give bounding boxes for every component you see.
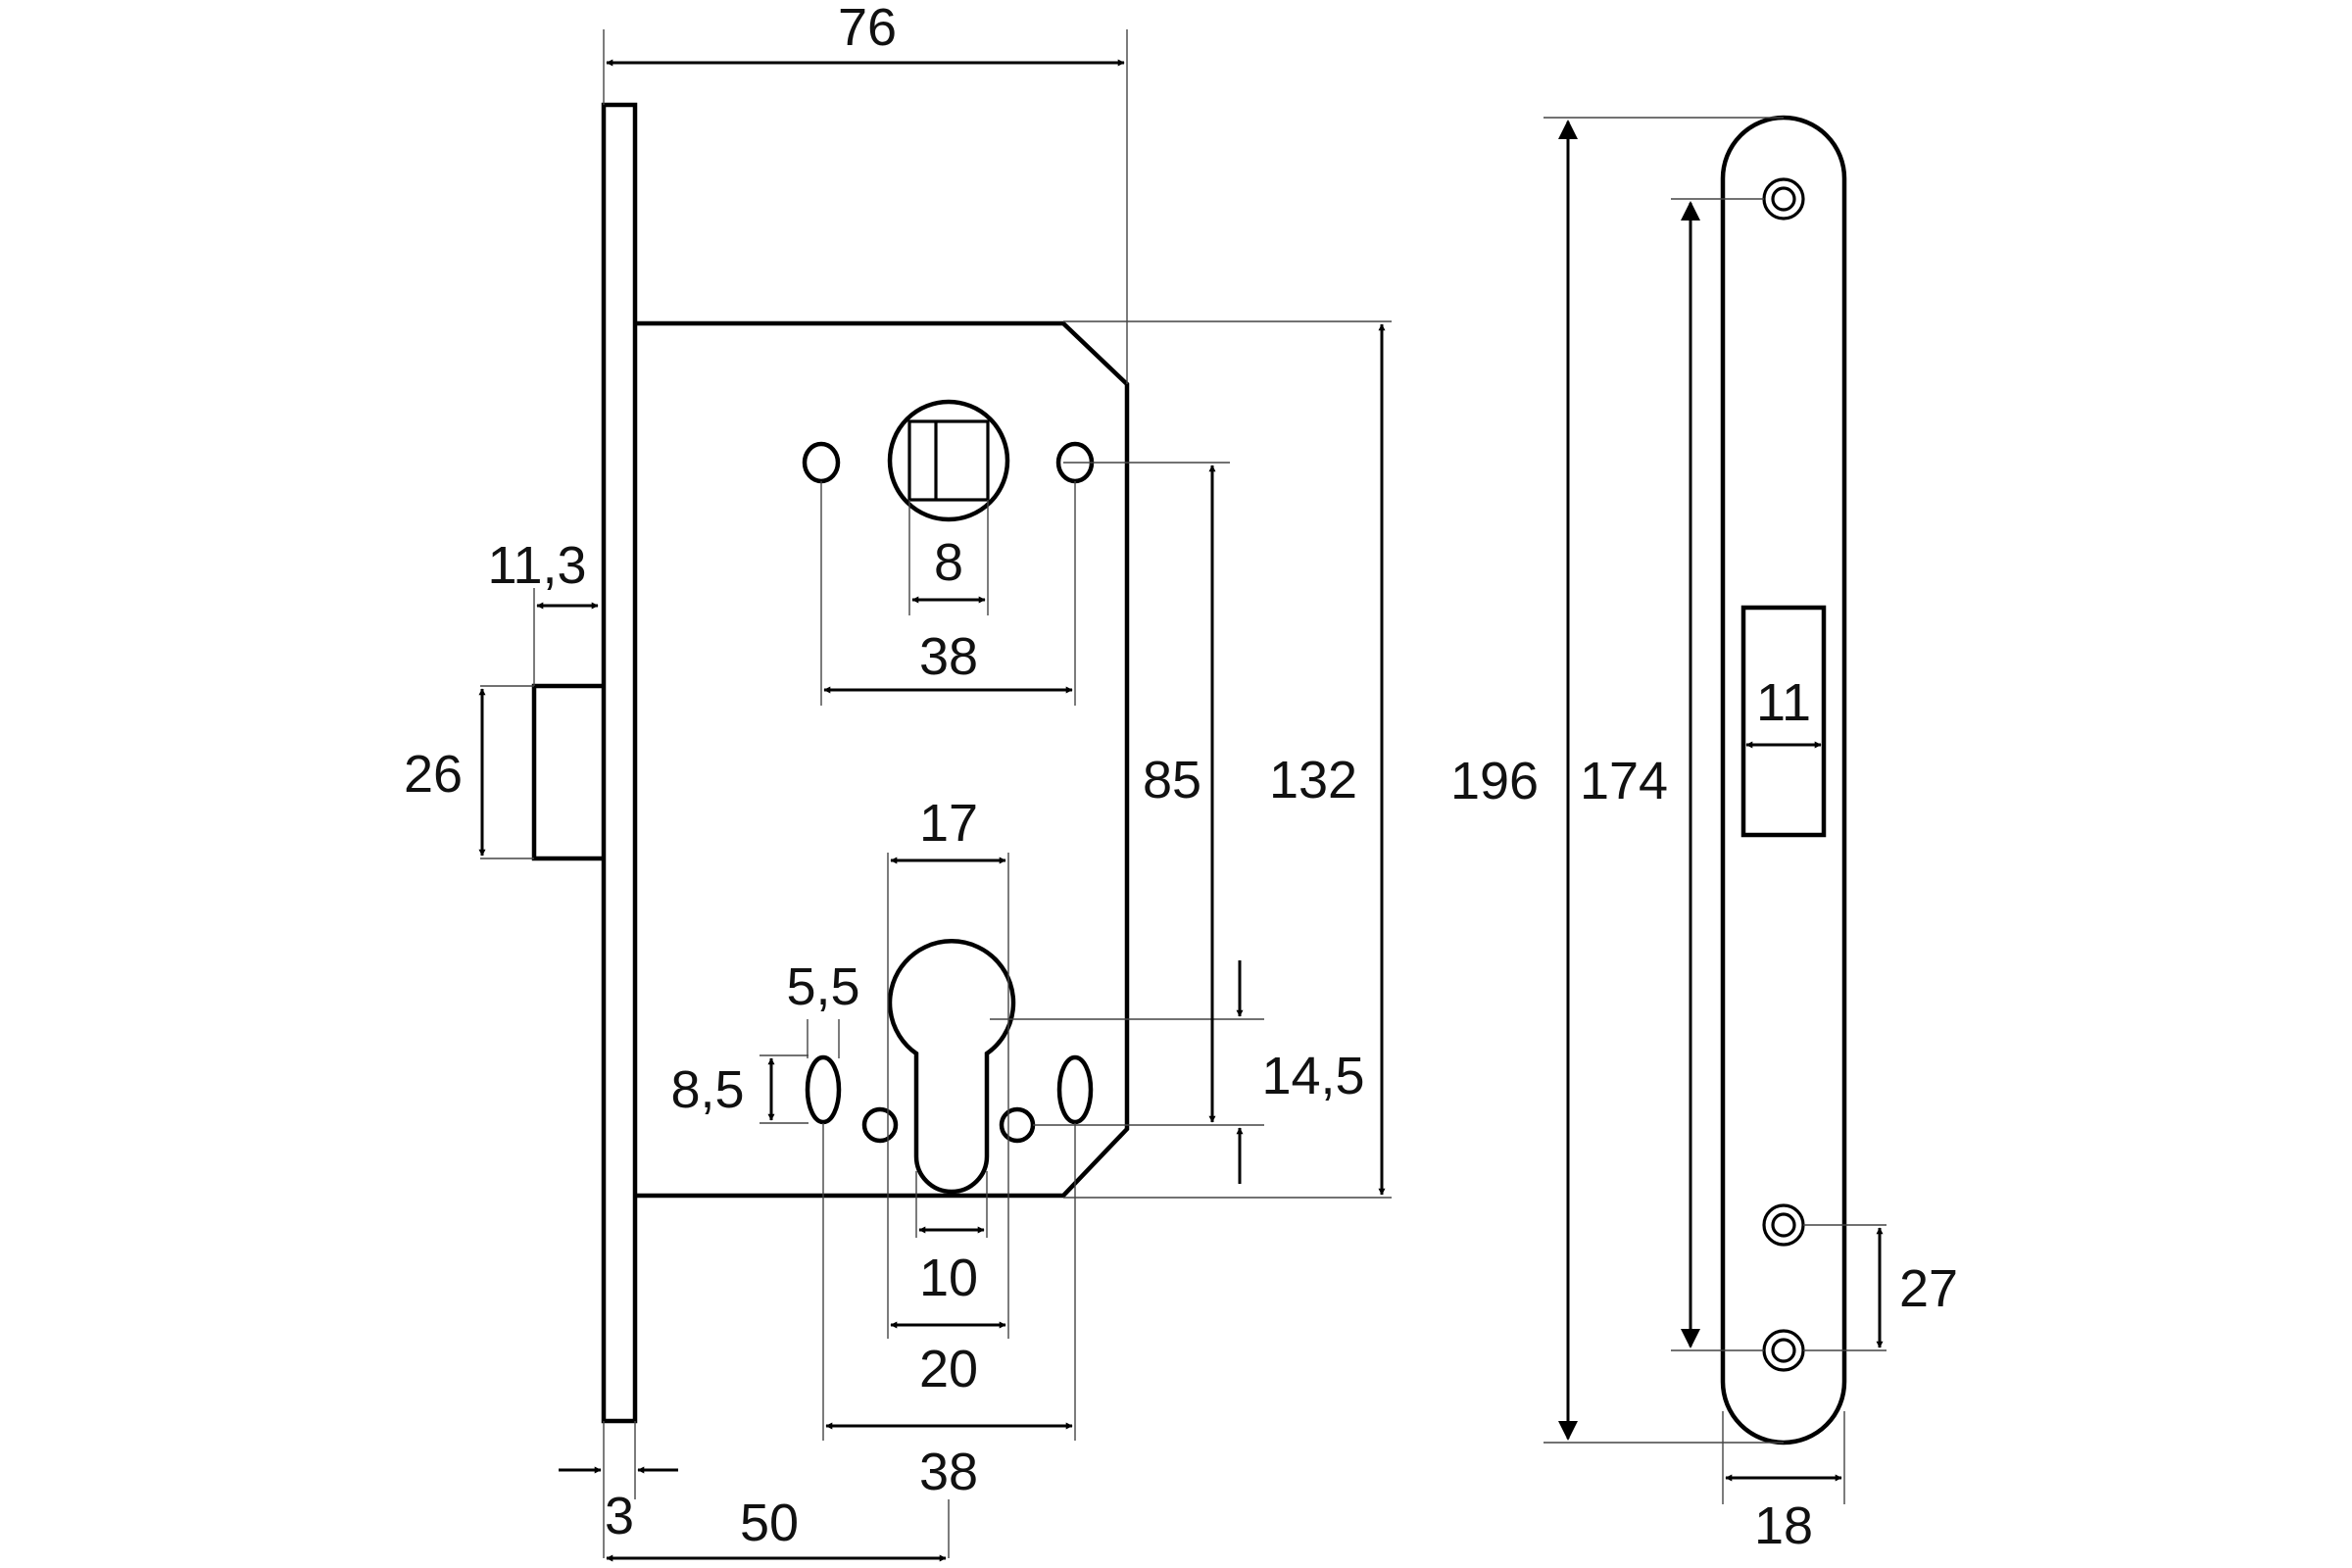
latch-bolt	[531, 683, 604, 861]
dim-label-3: 3	[605, 1487, 634, 1545]
dim-label-76: 76	[838, 0, 897, 57]
dimension-lines-right	[1558, 120, 1884, 1482]
dim-label-8: 8	[934, 533, 963, 592]
dimension-labels-right: 196 174 11 27 18	[1450, 673, 1958, 1555]
cylinder-hole-small-right	[999, 1106, 1036, 1144]
extension-lines-right	[1544, 117, 1886, 1504]
dim-label-196: 196	[1450, 752, 1539, 810]
dim-label-38-top: 38	[919, 627, 978, 686]
oval-hole-right	[1056, 1054, 1094, 1125]
dim-label-38-bottom: 38	[919, 1443, 978, 1501]
screw-hole-bottom	[1762, 1329, 1805, 1372]
faceplate-front-view	[1720, 115, 1847, 1446]
dim-label-5-5: 5,5	[786, 957, 859, 1016]
spindle-square-hole	[907, 419, 990, 502]
oval-hole-left	[805, 1054, 842, 1125]
dim-label-26: 26	[404, 745, 463, 804]
faceplate-side	[601, 102, 638, 1424]
cylinder-hole	[887, 939, 1016, 1195]
dim-label-14-5: 14,5	[1261, 1047, 1364, 1105]
handle-hole-left	[802, 441, 841, 484]
dim-label-85: 85	[1143, 751, 1201, 809]
dim-label-17: 17	[919, 794, 978, 853]
dim-label-50: 50	[740, 1494, 799, 1552]
dim-label-174: 174	[1580, 752, 1668, 810]
dim-label-8-5: 8,5	[670, 1060, 744, 1119]
cylinder-hole-small-left	[861, 1106, 899, 1144]
dim-label-132: 132	[1269, 751, 1357, 809]
lock-body-view	[531, 102, 1130, 1424]
dimension-lines-left	[478, 59, 1386, 1562]
spindle-hub	[887, 399, 1010, 522]
dim-label-18: 18	[1754, 1496, 1813, 1555]
dim-label-11-3: 11,3	[487, 536, 586, 595]
dim-label-27: 27	[1899, 1259, 1958, 1318]
dim-label-20: 20	[919, 1340, 978, 1398]
screw-hole-top	[1762, 177, 1805, 220]
dim-label-10: 10	[919, 1249, 978, 1307]
extension-lines-left	[480, 29, 1392, 1558]
lock-case	[635, 320, 1130, 1199]
dimension-labels-left: 76 11,3 26 8 38 85 132 17 5,5 8,5 14,5 1…	[404, 0, 1365, 1552]
screw-hole-middle	[1762, 1203, 1805, 1247]
latch-slot	[1740, 605, 1827, 838]
dim-label-11: 11	[1756, 673, 1811, 732]
